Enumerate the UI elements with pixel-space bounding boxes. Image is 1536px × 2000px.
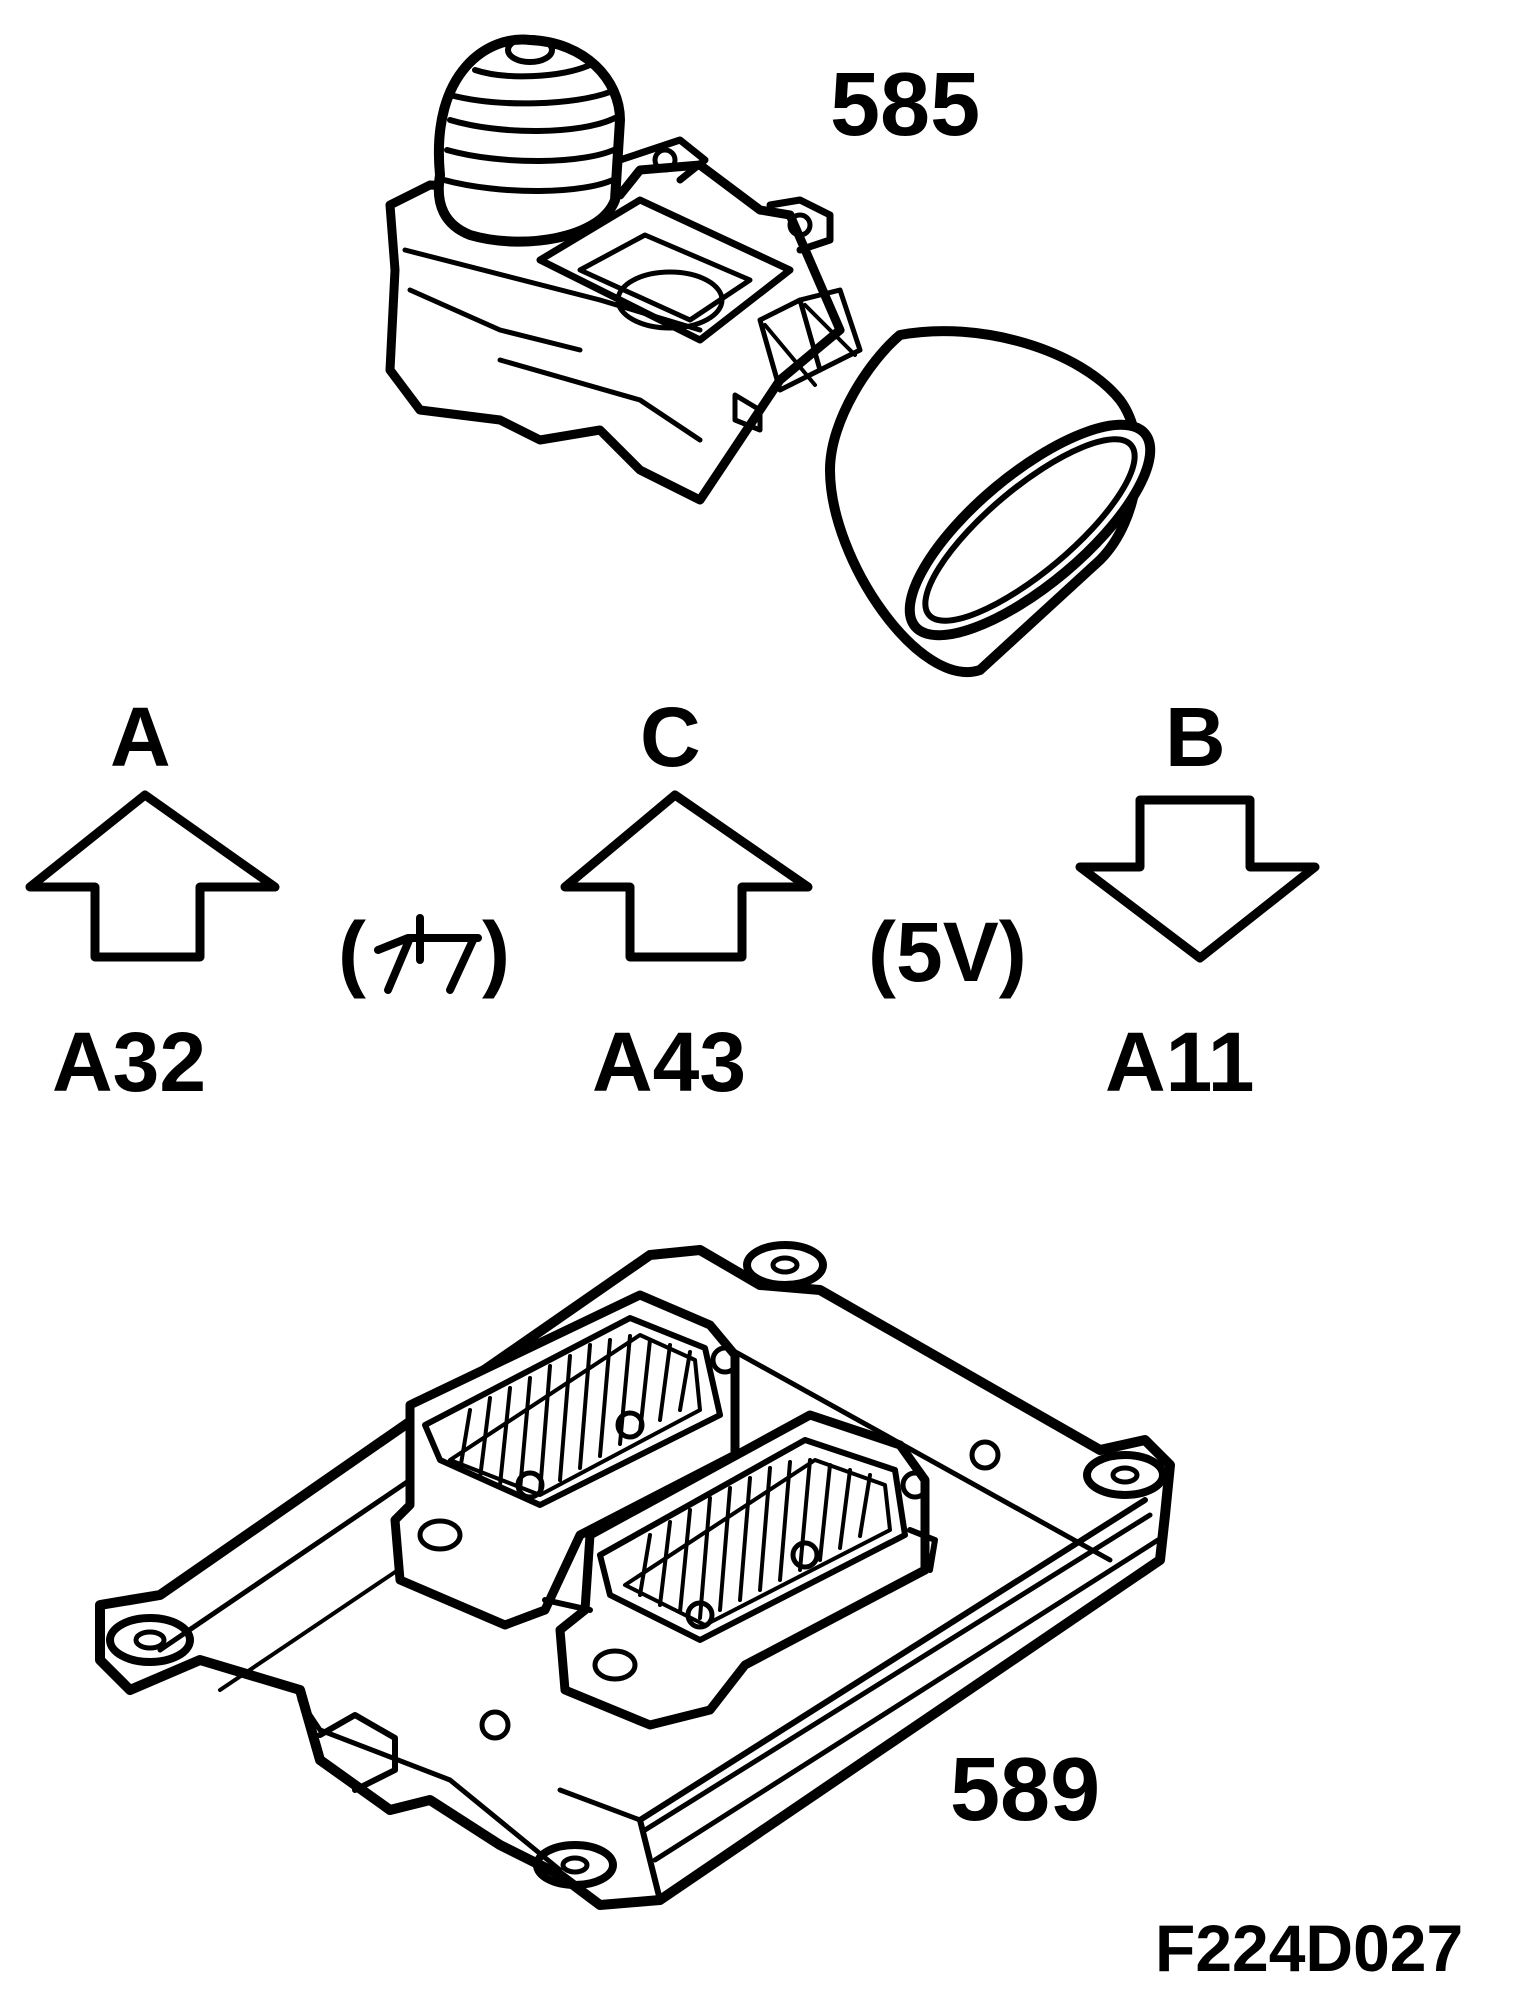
ground-close-paren: ) (482, 905, 510, 999)
sensor-part-number: 585 (830, 55, 981, 155)
figure-code: F224D027 (1155, 1911, 1464, 1985)
arrow-up-c (560, 790, 813, 962)
pin-letter-b: B (1165, 690, 1226, 784)
pin-arrows (25, 790, 1320, 963)
ground-icon (374, 914, 482, 994)
module-part-number: 589 (950, 1740, 1101, 1840)
arrow-up-a (25, 790, 280, 962)
ground-open-paren: ( (338, 905, 366, 999)
terminal-label-a32: A32 (52, 1015, 207, 1109)
pin-letter-c: C (640, 690, 701, 784)
terminal-label-a43: A43 (592, 1015, 747, 1109)
control-module-drawing (95, 1241, 1175, 1910)
pressure-sensor-drawing (385, 34, 1156, 677)
pin-letter-a: A (110, 690, 171, 784)
supply-voltage-label: (5V) (868, 905, 1027, 999)
terminal-label-a11: A11 (1105, 1015, 1255, 1109)
arrow-down-b (1075, 795, 1320, 963)
